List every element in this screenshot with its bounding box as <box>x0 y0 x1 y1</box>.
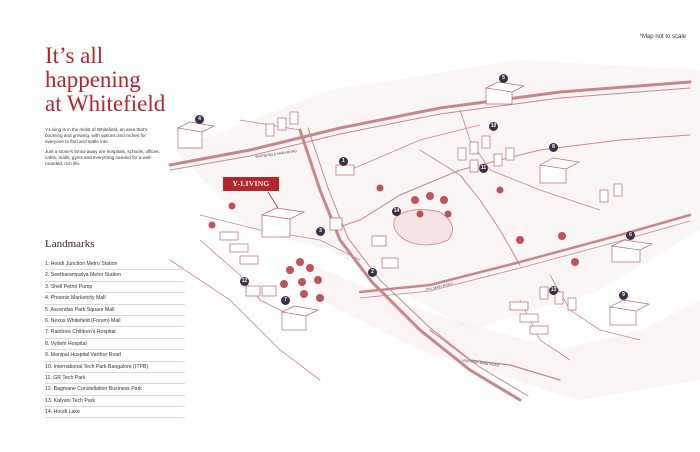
title-line-3: at Whitefield <box>45 91 166 116</box>
brand-pointer <box>267 191 279 209</box>
hoodi-lake <box>393 209 453 246</box>
landmark-item: 2. Seetharampalya Metro Station <box>45 270 185 282</box>
landmark-marker-2[interactable]: 2 <box>368 268 377 277</box>
landmark-item: 11. GR Tech Park <box>45 373 185 385</box>
landmark-marker-9[interactable]: 9 <box>619 291 628 300</box>
landmarks-heading: Landmarks <box>45 238 95 250</box>
landmark-marker-6[interactable]: 6 <box>626 231 635 240</box>
title-line-1: It’s all <box>45 43 104 68</box>
map-zones <box>175 60 700 400</box>
y-living-location-tag: Y-LIVING <box>223 177 279 191</box>
landmark-item: 13. Kalyani Tech Park <box>45 396 185 408</box>
trees <box>208 184 579 302</box>
landmark-item: 3. Shell Petrol Pump <box>45 282 185 294</box>
landmark-marker-1[interactable]: 1 <box>339 157 348 166</box>
buildings <box>176 81 654 335</box>
landmark-item: 12. Bagmane Constellation Business Park <box>45 384 185 396</box>
landmark-marker-11[interactable]: 11 <box>479 164 488 173</box>
landmark-marker-14[interactable]: 14 <box>392 207 401 216</box>
landmark-list: 1. Hoodi Junction Metro Station 2. Seeth… <box>45 259 185 419</box>
landmark-marker-3[interactable]: 3 <box>316 227 325 236</box>
road-varthur-main <box>429 329 561 381</box>
landmark-marker-10[interactable]: 10 <box>489 122 498 131</box>
title-line-2: happening <box>45 67 141 92</box>
intro-text: Y-Living is in the midst of Whitefield, … <box>45 127 165 171</box>
landmark-marker-7[interactable]: 7 <box>281 296 290 305</box>
landmark-marker-8[interactable]: 8 <box>549 143 558 152</box>
road-whitefield-main <box>168 80 692 167</box>
landmark-item: 1. Hoodi Junction Metro Station <box>45 259 185 271</box>
landmark-marker-5[interactable]: 5 <box>499 74 508 83</box>
landmark-item: 10. International Tech Park Bangalore (I… <box>45 362 185 373</box>
landmark-item: 4. Phoenix Marketcity Mall <box>45 293 185 305</box>
road-diagonal-main <box>298 128 522 402</box>
landmark-item: 7. Rainbow Children’s Hospital <box>45 327 185 339</box>
landmark-marker-4[interactable]: 4 <box>195 115 204 124</box>
road-itpl-main <box>358 213 692 294</box>
intro-paragraph-1: Y-Living is in the midst of Whitefield, … <box>45 127 148 144</box>
landmark-item: 14. Hoodi Lake <box>45 407 185 419</box>
page-title: It’s all happening at Whitefield <box>45 44 215 116</box>
intro-paragraph-2: Just a stone’s throw away are hospitals,… <box>45 149 160 166</box>
landmark-item: 8. Vydehi Hospital <box>45 339 185 351</box>
landmark-item: 6. Nexus Whitefield (Forum) Mall <box>45 316 185 328</box>
landmark-item: 9. Manipal Hospital Varthur Road <box>45 350 185 362</box>
landmark-item: 5. Ascendas Park Square Mall <box>45 305 185 316</box>
landmark-marker-13[interactable]: 13 <box>549 286 558 295</box>
scale-note: *Map not to scale <box>639 34 686 40</box>
landmark-marker-12[interactable]: 12 <box>240 277 249 286</box>
